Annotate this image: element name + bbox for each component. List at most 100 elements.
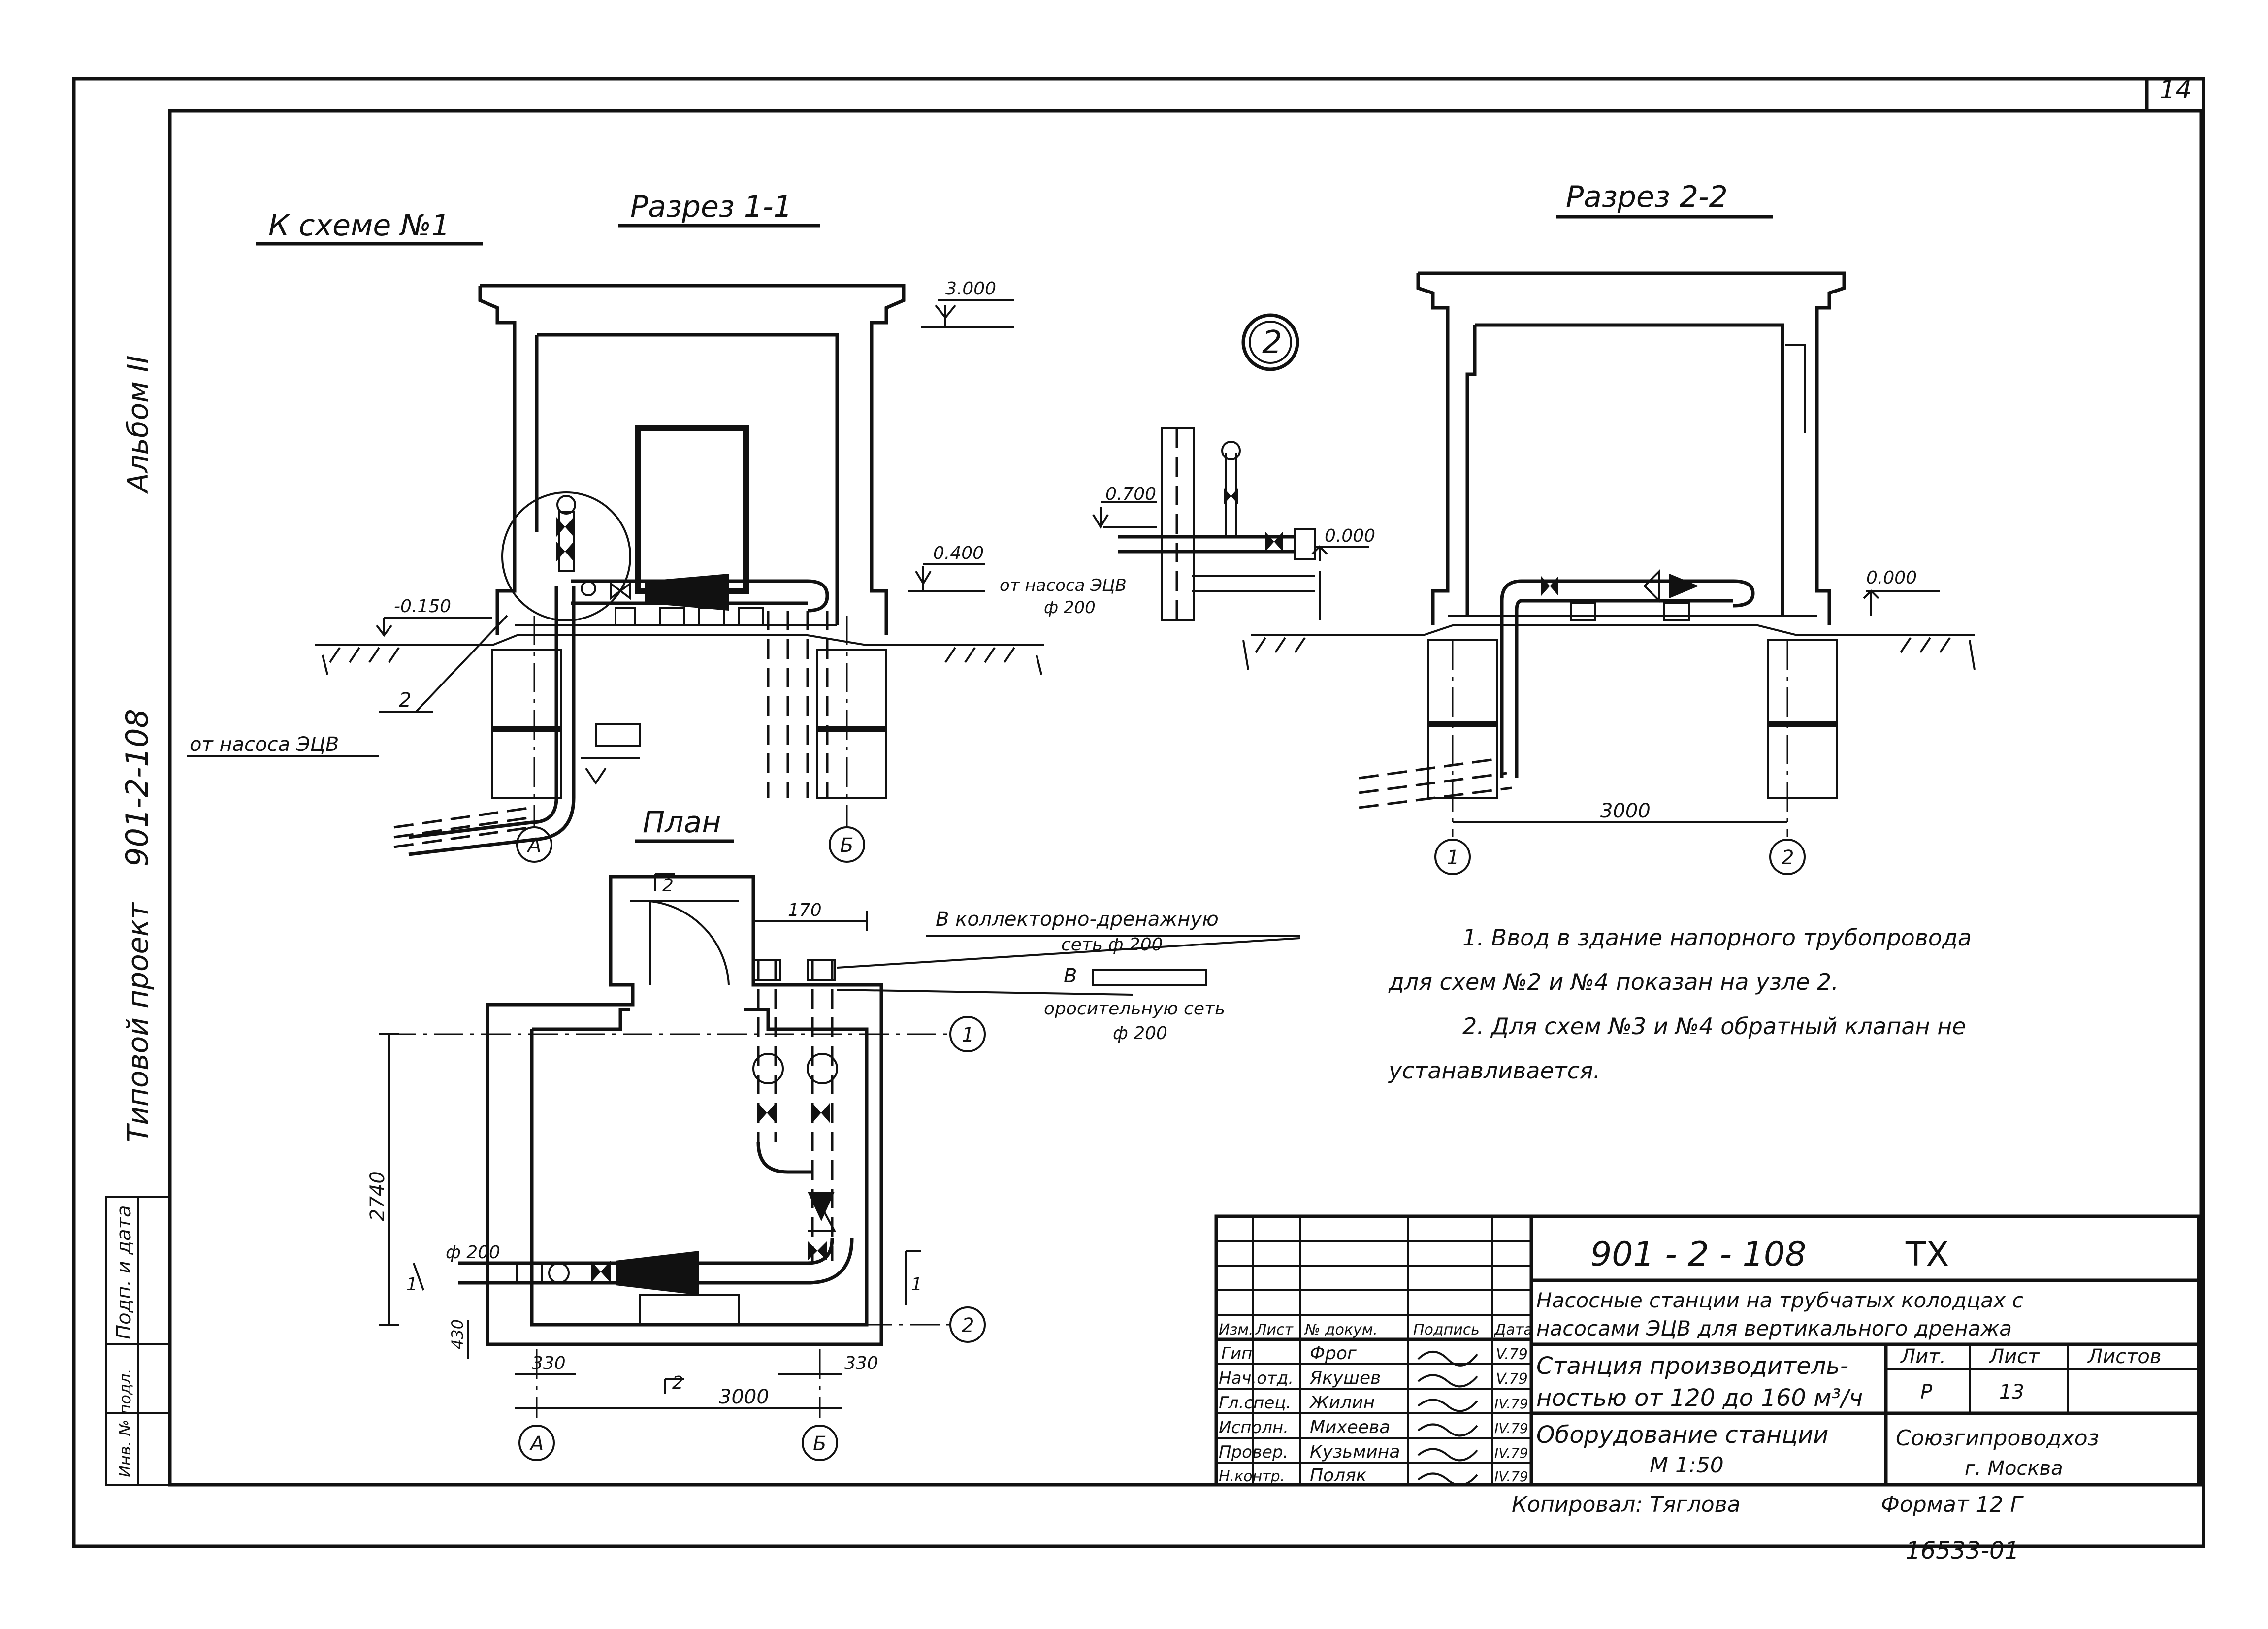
- section-1-title: Разрез 1-1: [630, 190, 792, 224]
- dim-170: 170: [788, 900, 822, 920]
- tb-col-doc: № докум.: [1304, 1321, 1378, 1338]
- note-1-line-1: 1. Ввод в здание напорного трубопровода: [1462, 924, 1972, 951]
- note-2-line-1: 2. Для схем №3 и №4 обратный клапан не: [1462, 1013, 1966, 1040]
- tb-lit-value: Р: [1920, 1381, 1933, 1403]
- d200-label: ф 200: [1044, 598, 1096, 618]
- tb-org-line-1: Союзгипроводхоз: [1896, 1426, 2099, 1451]
- tb-date-1: V.79: [1496, 1370, 1528, 1388]
- tb-date-0: V.79: [1496, 1346, 1528, 1363]
- tb-org-line-2: г. Москва: [1965, 1457, 2063, 1480]
- section-2-2: [1242, 271, 1976, 875]
- side-strip: Альбом II 901-2-108 Типовой проект Подп.…: [105, 355, 171, 1486]
- tb-col-list: Лист: [1255, 1321, 1294, 1338]
- axis-b-sec1: Б: [840, 834, 853, 857]
- elev-0000-sec2: 0.000: [1866, 568, 1917, 588]
- to-irrigation-2: оросительную сеть: [1044, 999, 1225, 1019]
- tb-sheet-value: 13: [1999, 1381, 2024, 1403]
- tb-date-4: IV.79: [1494, 1445, 1528, 1461]
- to-irrigation-3: ф 200: [1113, 1023, 1167, 1043]
- tb-title-line-1: Насосные станции на трубчатых колодцах с: [1536, 1288, 2023, 1312]
- section-1-1: [187, 284, 1044, 863]
- tb-station-line-1: Станция производитель-: [1536, 1352, 1848, 1380]
- section-2-title: Разрез 2-2: [1566, 180, 1728, 214]
- elev-0400: 0.400: [933, 543, 984, 563]
- sign-date-label: Подп. и дата: [113, 1205, 135, 1339]
- tb-station-line-2: ностью от 120 до 160 м³/ч: [1536, 1384, 1863, 1412]
- tb-date-2: IV.79: [1494, 1396, 1528, 1412]
- to-collector-1: В коллекторно-дренажную: [936, 908, 1219, 931]
- dim-3000-plan: 3000: [719, 1386, 769, 1408]
- tb-role-1: Нач.отд.: [1219, 1368, 1294, 1388]
- project-number-side: 901-2-108: [119, 709, 155, 867]
- plan-d200: ф 200: [446, 1242, 500, 1263]
- cut-1-right: 1: [911, 1274, 922, 1295]
- axis-2-plan: 2: [962, 1314, 974, 1337]
- elev-0000-node: 0.000: [1325, 526, 1375, 546]
- tb-code-suffix: ТХ: [1905, 1235, 1949, 1274]
- axis-1-plan: 1: [962, 1024, 974, 1046]
- dim-330-left: 330: [532, 1353, 566, 1373]
- tb-role-4: Провер.: [1219, 1442, 1288, 1462]
- tb-equip-line-2: М 1:50: [1650, 1453, 1724, 1478]
- elev-0700: 0.700: [1105, 484, 1156, 504]
- title-block: [1214, 1214, 2201, 1487]
- tb-col-date: Дата: [1493, 1321, 1533, 1338]
- tb-role-0: Гип: [1221, 1344, 1252, 1364]
- dim-430: 430: [448, 1319, 467, 1349]
- tb-name-4: Кузьмина: [1310, 1442, 1400, 1462]
- from-pump-label: от насоса ЭЦВ: [190, 733, 339, 756]
- leader-2-label: 2: [399, 689, 411, 712]
- axis-2-sec2: 2: [1782, 847, 1794, 869]
- axis-1-sec2: 1: [1447, 847, 1459, 869]
- scheme-ref-title: К схеме №1: [268, 208, 450, 243]
- tb-role-5: Н.контр.: [1219, 1468, 1285, 1485]
- signatures: [1417, 1351, 1478, 1486]
- footer-archive: 16533-01: [1906, 1537, 2019, 1564]
- tb-name-0: Фрог: [1310, 1343, 1357, 1364]
- tb-col-sign: Подпись: [1413, 1321, 1480, 1338]
- footer-copied: Копировал: Тяглова: [1512, 1492, 1741, 1517]
- tb-role-3: Исполн.: [1219, 1418, 1289, 1437]
- tb-role-2: Гл.спец.: [1219, 1393, 1291, 1413]
- tb-name-3: Михеева: [1310, 1417, 1390, 1437]
- typical-project-label: Типовой проект: [121, 902, 155, 1142]
- tb-lit-label: Лит.: [1900, 1345, 1946, 1368]
- cut-1-left: 1: [406, 1274, 418, 1295]
- from-pump-label-2: от насоса ЭЦВ: [1000, 576, 1127, 595]
- tb-date-3: IV.79: [1494, 1420, 1528, 1436]
- footer-format: Формат 12 Г: [1881, 1492, 2024, 1517]
- tb-equip-line-1: Оборудование станции: [1536, 1421, 1828, 1449]
- sheet-frame: [72, 77, 2205, 1548]
- axis-b-plan: Б: [813, 1433, 826, 1455]
- dim-330-right: 330: [844, 1353, 878, 1373]
- elev-3000: 3.000: [945, 279, 996, 299]
- to-irrigation-1: В: [1064, 965, 1077, 987]
- sheet-number: 14: [2159, 75, 2192, 105]
- note-2-line-2: устанавливается.: [1388, 1057, 1600, 1084]
- tb-sheets-label: Листов: [2087, 1345, 2161, 1368]
- dim-2740: 2740: [366, 1171, 389, 1221]
- tb-title-line-2: насосами ЭЦВ для вертикального дренажа: [1536, 1316, 2012, 1340]
- cut-2-bottom: 2: [672, 1373, 683, 1393]
- axis-a-plan: А: [529, 1433, 544, 1455]
- elev-minus-0150: -0.150: [394, 596, 451, 617]
- axis-a-sec1: А: [526, 834, 541, 857]
- to-collector-2: сеть ф 200: [1061, 935, 1163, 955]
- note-1-line-2: для схем №2 и №4 показан на узле 2.: [1388, 969, 1839, 995]
- plan-title: План: [643, 805, 721, 840]
- tb-date-5: IV.79: [1494, 1468, 1528, 1485]
- node-2-detail: [1092, 313, 1369, 621]
- dim-3000-sec2: 3000: [1600, 800, 1651, 822]
- tb-sheet-label: Лист: [1988, 1345, 2040, 1368]
- plan-view: [379, 873, 1300, 1461]
- tb-name-2: Жилин: [1309, 1393, 1375, 1413]
- cut-2-top: 2: [662, 876, 674, 896]
- node-number: 2: [1262, 325, 1282, 361]
- tb-col-izm: Изм.: [1219, 1321, 1254, 1338]
- album-label: Альбом II: [121, 355, 155, 494]
- inv-number-label: Инв. № подл.: [116, 1368, 134, 1477]
- tb-name-5: Поляк: [1310, 1466, 1367, 1486]
- tb-name-1: Якушев: [1309, 1368, 1381, 1388]
- tb-code: 901 - 2 - 108: [1590, 1235, 1806, 1274]
